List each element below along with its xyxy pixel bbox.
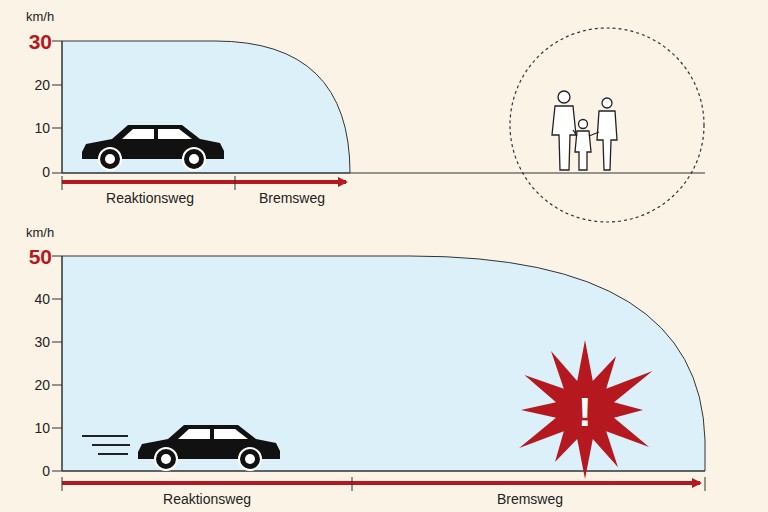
axis-tick-label: 10 xyxy=(34,421,50,435)
distance-label: Reaktionsweg xyxy=(106,191,194,205)
car xyxy=(138,425,280,470)
family-circle xyxy=(510,28,704,222)
burst-shape xyxy=(519,340,652,479)
axis-tick-label: 0 xyxy=(42,165,50,179)
distance-label: Bremsweg xyxy=(259,191,325,205)
car xyxy=(82,125,224,170)
speed-lines xyxy=(82,436,130,454)
axis-tick-label: 10 xyxy=(34,121,50,135)
distance-label: Bremsweg xyxy=(497,492,563,506)
speed-value: 30 xyxy=(29,31,52,52)
axis-tick-label: 30 xyxy=(34,335,50,349)
axis-tick-label: 0 xyxy=(42,464,50,478)
unit-label: km/h xyxy=(26,226,54,239)
speed-area xyxy=(62,41,350,173)
unit-label: km/h xyxy=(26,10,54,23)
speed-value: 50 xyxy=(29,246,52,267)
axis-tick-label: 40 xyxy=(34,292,50,306)
axis-tick-label: 20 xyxy=(34,378,50,392)
distance-label: Reaktionsweg xyxy=(163,492,251,506)
warning-burst xyxy=(519,340,652,479)
warning-mark: ! xyxy=(578,392,591,432)
axis-tick-label: 20 xyxy=(34,78,50,92)
family xyxy=(552,91,617,170)
